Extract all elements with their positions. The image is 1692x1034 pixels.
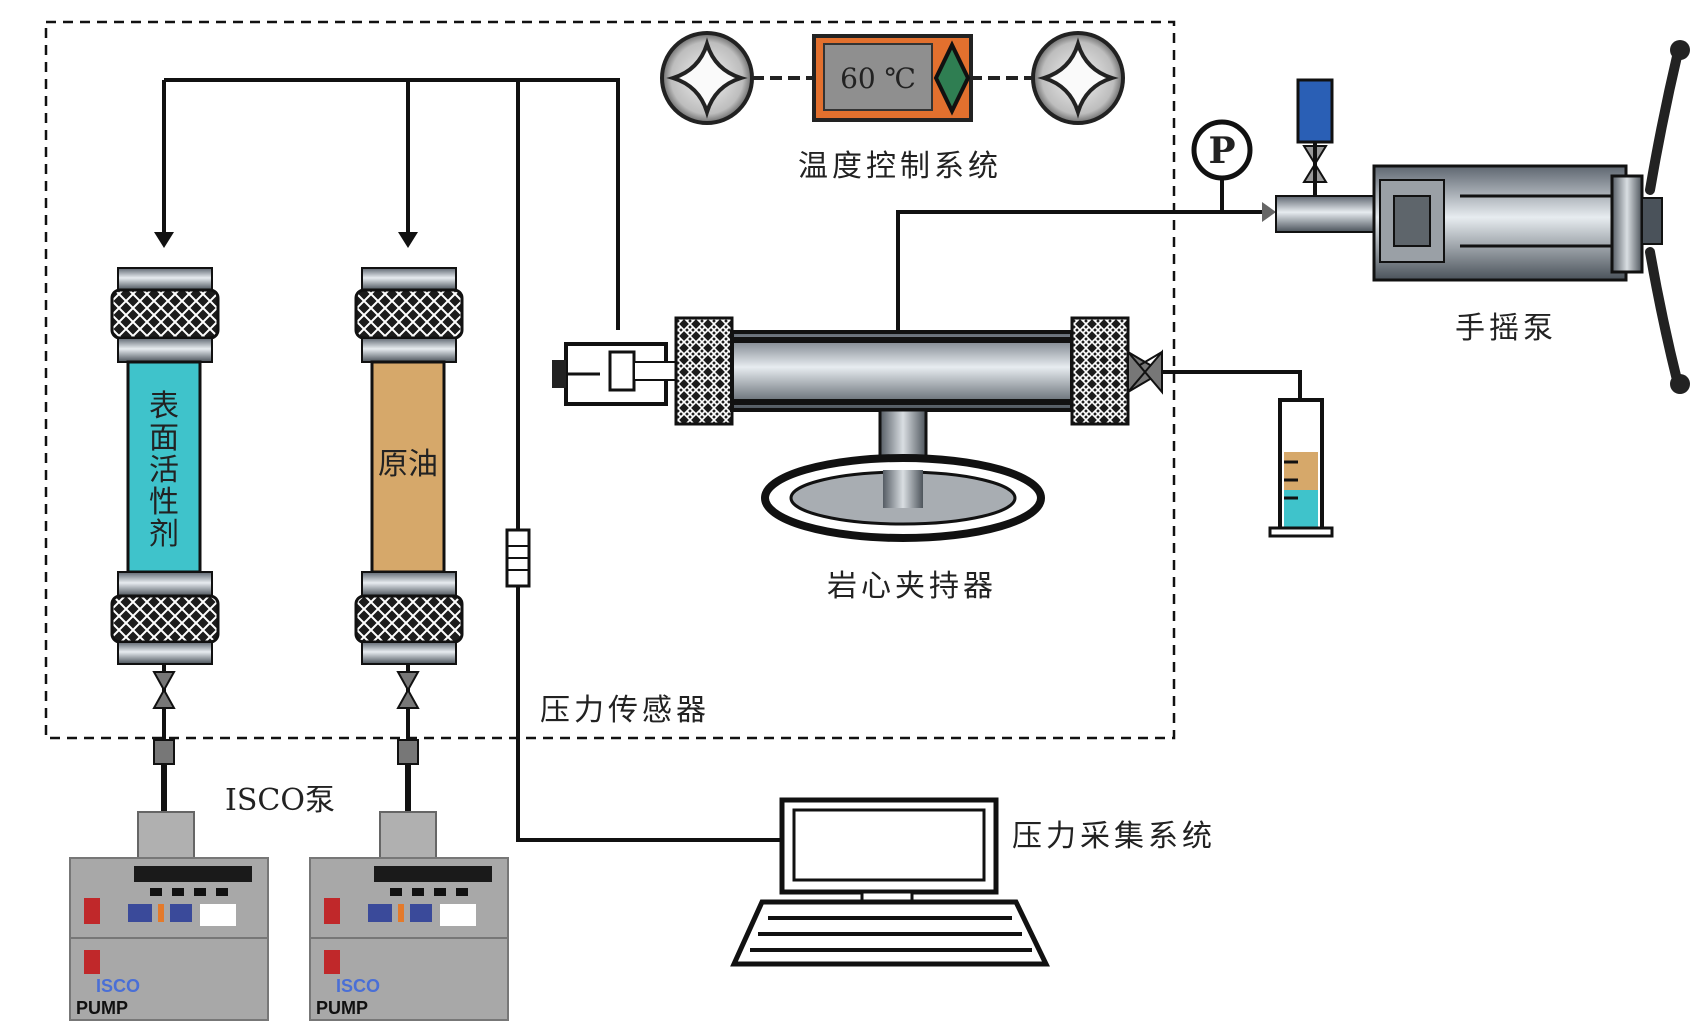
- heated-enclosure-border: [44, 20, 1176, 740]
- bottom-valves: [152, 671, 420, 812]
- temperature-readout: 60 ℃: [840, 62, 916, 95]
- surfactant-vessel: 表 面 活 性 剂: [110, 267, 220, 665]
- temperature-control-system: 60 ℃ 温度控制系统: [660, 31, 1125, 184]
- crude-oil-label: 原油: [378, 447, 438, 482]
- surfactant-label-char: 面: [149, 421, 179, 456]
- temperature-system-label: 温度控制系统: [798, 149, 1002, 184]
- arrow-into-surfactant: [154, 232, 174, 248]
- temperature-controller: 60 ℃: [812, 34, 973, 122]
- pump-brand-text: ISCO: [96, 976, 140, 996]
- isco-pump-2: ISCO PUMP: [309, 811, 509, 1021]
- pressure-acquisition-label: 压力采集系统: [1012, 819, 1216, 854]
- surfactant-label-char: 表: [149, 389, 179, 424]
- pump-brand-text: PUMP: [316, 998, 368, 1018]
- isco-pump-1: ISCO PUMP: [69, 811, 269, 1021]
- core-holder: 岩心夹持器: [552, 316, 1164, 604]
- pressure-gauge-label: P: [1208, 130, 1235, 172]
- pressure-gauge-icon: P: [1191, 119, 1253, 212]
- pump-brand-text: PUMP: [76, 998, 128, 1018]
- pump-brand-text: ISCO: [336, 976, 380, 996]
- hand-pump-label: 手摇泵: [1455, 311, 1557, 346]
- fan-icon: [1031, 31, 1125, 125]
- isco-pump-label: ISCO泵: [225, 783, 335, 818]
- core-holder-label: 岩心夹持器: [827, 569, 997, 604]
- surfactant-label-char: 性: [149, 485, 179, 520]
- fan-icon: [660, 31, 754, 125]
- crude-oil-vessel: 原油: [354, 267, 464, 665]
- pressure-sensor-label: 压力传感器: [540, 693, 710, 728]
- arrow-into-crude-oil: [398, 232, 418, 248]
- surfactant-label-char: 剂: [149, 517, 179, 552]
- pressure-sensor: 压力传感器: [505, 528, 710, 728]
- surfactant-label-char: 活: [149, 453, 179, 488]
- computer-icon: 压力采集系统: [730, 797, 1216, 967]
- collection-cylinder: [1268, 398, 1334, 538]
- top-manifold-pipes: [162, 78, 1302, 842]
- hand-pump: 手摇泵: [1262, 40, 1690, 394]
